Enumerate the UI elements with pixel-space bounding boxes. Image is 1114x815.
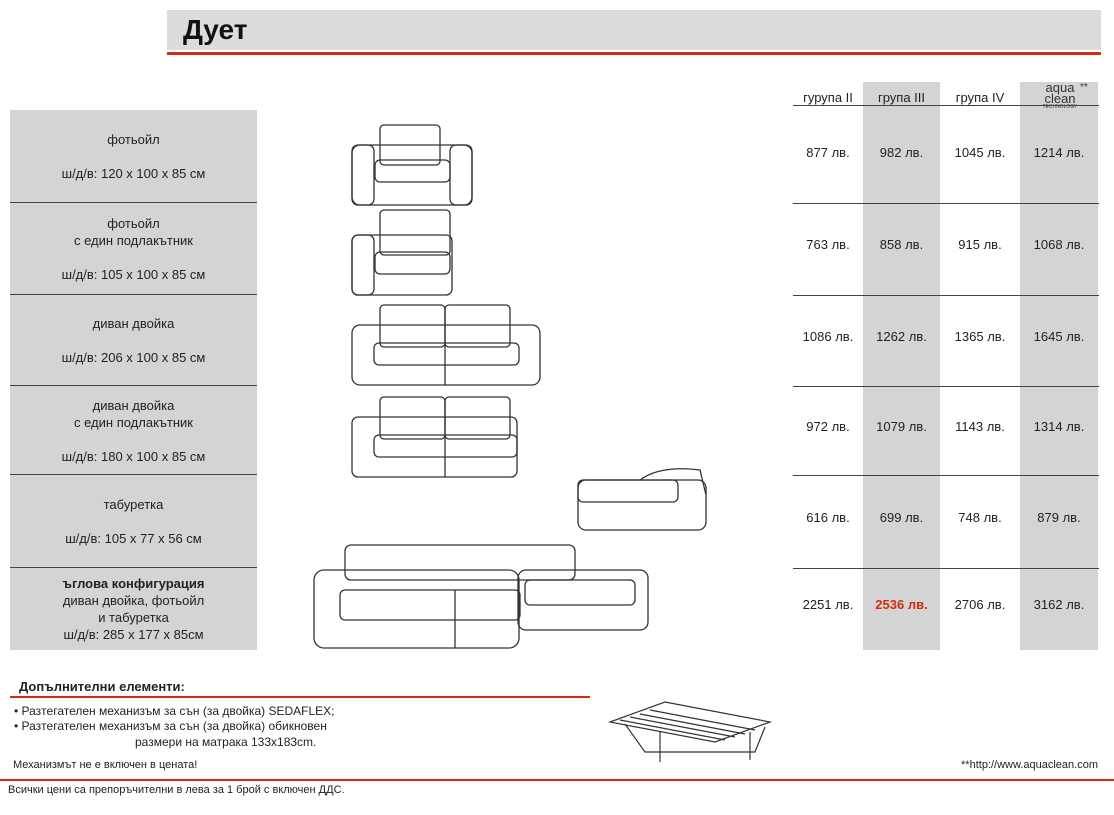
logo-text: clean <box>1044 91 1076 106</box>
product-spec-line: ш/д/в: 206 x 100 x 85 см <box>61 350 206 365</box>
product-spec-line: диван двойка <box>92 316 175 331</box>
price-cell: 1365 лв. <box>954 328 1006 344</box>
product-name-cell: диван двойка ш/д/в: 206 x 100 x 85 см <box>10 295 257 386</box>
product-spec-line: диван двойка <box>92 397 175 413</box>
product-spec-line <box>10 249 257 266</box>
header-group3: група III <box>877 90 926 105</box>
product-spec-line: с един подлакътник <box>74 233 193 248</box>
price-cell: 972 лв. <box>806 418 850 434</box>
price-cell: 1262 лв. <box>876 328 927 344</box>
price-cell: 1068 лв. <box>1033 237 1085 252</box>
price-cell: 748 лв. <box>958 509 1002 525</box>
sofa-drawings <box>313 124 707 649</box>
price-cell: 915 лв. <box>958 237 1002 252</box>
armchair-icon <box>351 124 473 206</box>
product-spec-line <box>10 148 257 165</box>
sleeper-mechanism-icon <box>607 701 773 762</box>
product-spec-line: и табуретка <box>98 610 169 625</box>
logo-text: aqua <box>1045 80 1075 95</box>
product-spec-line <box>10 332 257 349</box>
price-cell: 858 лв. <box>879 237 924 252</box>
price-cell: 1079 лв. <box>876 418 927 434</box>
extras-item: • Разтегателен механизъм за сън (за двой… <box>14 719 327 733</box>
extras-underline <box>10 696 590 698</box>
product-spec-line: фотьойл <box>107 132 160 147</box>
product-name-cell: фотьойл ш/д/в: 120 x 100 x 85 см <box>10 110 257 203</box>
corner-sofa-icon <box>313 544 649 649</box>
title-bar: Дует <box>167 10 1101 50</box>
page-title: Дует <box>183 14 248 45</box>
price-cell: 1045 лв. <box>954 144 1006 160</box>
header-divider <box>793 105 1099 106</box>
logo-stars: ** <box>1080 82 1088 93</box>
price-cell: 616 лв. <box>806 509 850 525</box>
footer-note: Всички цени са препоръчителни в лева за … <box>8 784 345 796</box>
price-cell: 2536 лв. <box>875 597 928 612</box>
row-divider <box>793 475 1099 476</box>
logo-text: TECHNOLOGY <box>1042 104 1078 110</box>
product-name-cell: табуретка ш/д/в: 105 x 77 x 56 см <box>10 475 257 568</box>
price-cell: 699 лв. <box>879 509 924 525</box>
header-group4: група IV <box>955 90 1005 105</box>
ottoman-icon <box>577 468 707 531</box>
two-seat-one-arm-icon <box>351 396 518 478</box>
row-divider <box>793 203 1099 204</box>
row-divider <box>793 295 1099 296</box>
price-cell: 982 лв. <box>879 144 924 160</box>
price-cell: 3162 лв. <box>1033 597 1085 612</box>
mechanism-note: Механизмът не е включен в цената! <box>13 759 198 771</box>
price-cell: 879 лв. <box>1037 509 1081 525</box>
product-spec-line: ъглова конфигурация <box>62 576 205 591</box>
extras-item-detail: размери на матрака 133x183cm. <box>135 735 317 749</box>
two-seat-sofa-icon <box>351 304 541 386</box>
armchair-one-arm-icon <box>351 209 453 296</box>
price-cell: 763 лв. <box>806 237 850 252</box>
price-cell: 877 лв. <box>806 144 850 160</box>
price-cell: 1314 лв. <box>1033 418 1085 434</box>
header-group2: гурупа II <box>803 90 853 105</box>
product-name-cell: ъглова конфигурация диван двойка, фотьойл… <box>10 568 257 650</box>
extras-title: Допълнителни елементи: <box>19 679 185 694</box>
row-divider <box>793 568 1099 569</box>
group3-column-bg <box>863 82 940 650</box>
price-cell: 1143 лв. <box>955 418 1005 434</box>
product-spec-line: ш/д/в: 285 x 177 x 85см <box>63 627 204 642</box>
aquaclean-column-bg <box>1020 82 1098 650</box>
product-spec-line: ш/д/в: 180 x 100 x 85 см <box>61 448 206 464</box>
footer-line <box>0 779 1114 781</box>
product-spec-line <box>10 431 257 448</box>
price-cell: 2706 лв. <box>954 597 1006 612</box>
row-divider <box>793 386 1099 387</box>
product-spec-line <box>10 513 257 530</box>
product-spec-line: ш/д/в: 120 x 100 x 85 см <box>61 166 206 181</box>
title-underline <box>167 52 1101 55</box>
product-spec-line: табуретка <box>103 497 164 512</box>
extras-item: • Разтегателен механизъм за сън (за двой… <box>14 704 335 718</box>
aquaclean-link[interactable]: **http://www.aquaclean.com <box>961 759 1098 771</box>
price-cell: 1645 лв. <box>1033 328 1085 344</box>
price-cell: 1086 лв. <box>802 328 854 344</box>
product-spec-line: ш/д/в: 105 x 77 x 56 см <box>65 531 202 546</box>
product-spec-line: с един подлакътник <box>74 414 193 430</box>
price-cell: 1214 лв. <box>1033 144 1085 160</box>
product-name-cell: фотьойл с един подлакътник ш/д/в: 105 x 10… <box>10 203 257 295</box>
product-spec-line: ш/д/в: 105 x 100 x 85 см <box>61 267 206 282</box>
product-spec-line: фотьойл <box>107 216 160 231</box>
product-spec-line: диван двойка, фотьойл <box>62 593 205 608</box>
price-cell: 2251 лв. <box>802 597 854 612</box>
aquaclean-logo: aqua clean TECHNOLOGY ** <box>1030 80 1090 110</box>
